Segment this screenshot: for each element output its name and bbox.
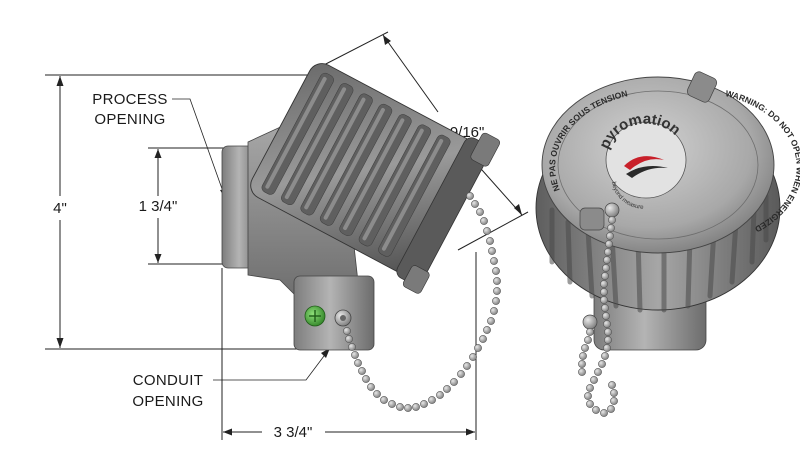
side-view (221, 63, 501, 351)
top-bead-chain (578, 216, 618, 417)
process-opening-label-1: PROCESS (92, 91, 167, 108)
flame-logo-icon (624, 156, 668, 178)
height-label: 4" (53, 200, 67, 217)
conduit-opening-label-1: CONDUIT (133, 372, 203, 389)
conduit-opening-label-2: OPENING (132, 393, 203, 410)
process-opening-callout: PROCESS OPENING (92, 91, 227, 201)
process-opening-label-2: OPENING (94, 111, 165, 128)
lid-chain-anchor-icon (604, 202, 620, 218)
width-label: 3 3/4" (274, 424, 313, 441)
base-chain-anchor-icon (582, 314, 598, 330)
side-bead-chain (343, 192, 501, 412)
top-view: NE PAS OUVRIR SOUS TENSION WARNING: DO N… (535, 71, 800, 351)
conduit-opening-callout: CONDUIT OPENING (132, 347, 331, 410)
process-height-label: 1 3/4" (139, 198, 178, 215)
conduit-opening-boss (293, 275, 375, 351)
height-dimension: 4" (45, 74, 330, 350)
process-height-dimension: 1 3/4" (139, 147, 228, 265)
